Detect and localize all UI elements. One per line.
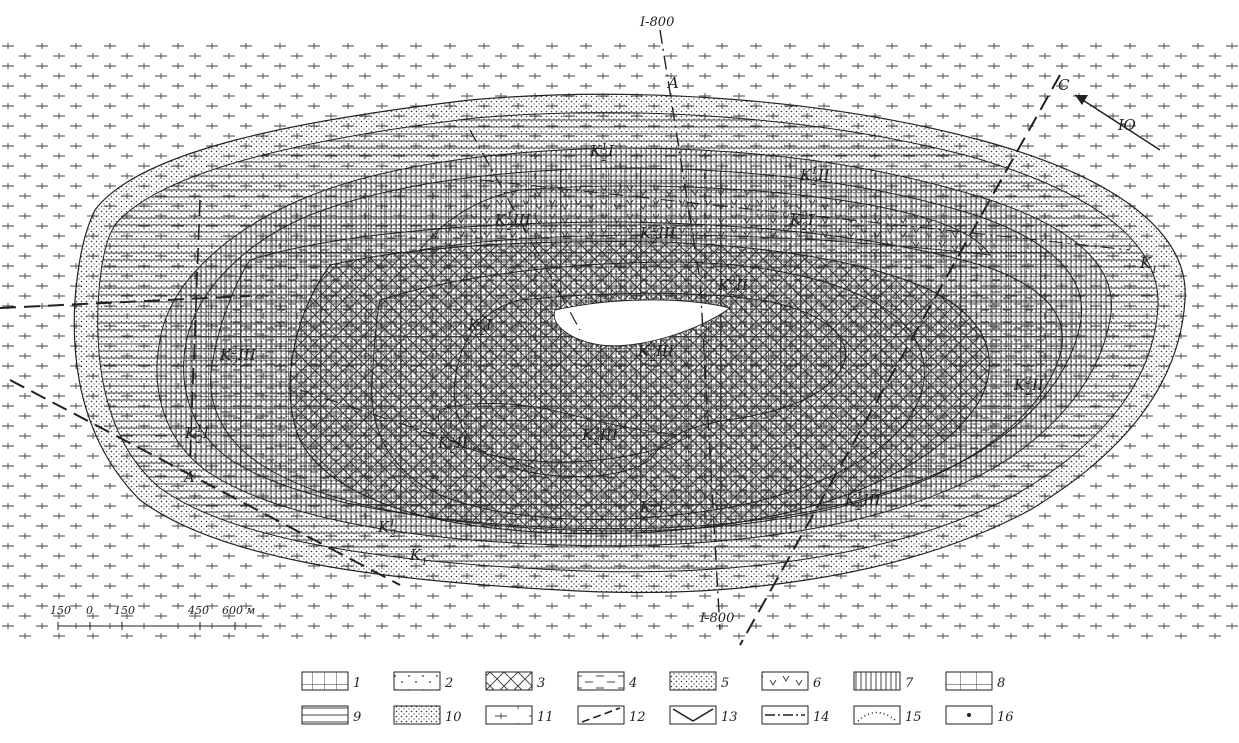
legend-swatch-11 <box>485 705 533 725</box>
legend-swatch-9 <box>301 705 349 725</box>
legend-mark-16 <box>967 713 971 717</box>
scale-tick-1: 0 <box>86 604 93 617</box>
legend-swatch-10 <box>393 705 441 725</box>
legend-number-7: 7 <box>905 676 914 691</box>
legend-number-9: 9 <box>353 710 361 725</box>
scale-unit: м <box>246 604 255 617</box>
legend-number-11: 11 <box>537 710 554 725</box>
legend-item-6: 6 <box>761 671 821 691</box>
legend-item-14: 14 <box>761 705 830 725</box>
legend-swatch-8 <box>945 671 993 691</box>
legend-number-14: 14 <box>813 710 830 725</box>
legend-item-13: 13 <box>669 705 738 725</box>
legend-item-3: 3 <box>485 671 545 691</box>
legend-item-15: 15 <box>853 705 922 725</box>
legend-swatch-6 <box>761 671 809 691</box>
legend-number-6: 6 <box>813 676 821 691</box>
legend-item-4: 4 <box>577 671 637 691</box>
legend-number-16: 16 <box>997 710 1014 725</box>
fault-lines <box>0 29 1131 646</box>
inner-lens <box>553 299 732 347</box>
legend-item-12: 12 <box>577 705 646 725</box>
north-arrow: С Ю <box>1058 76 1161 151</box>
legend-item-5: 5 <box>669 671 729 691</box>
legend-swatch-3 <box>485 671 533 691</box>
legend-item-11: 11 <box>485 705 554 725</box>
scale-bar: 150 0 150 450 600 м <box>50 604 262 630</box>
legend-swatch-5 <box>669 671 717 691</box>
legend-swatch-7 <box>853 671 901 691</box>
legend-item-9: 9 <box>301 705 361 725</box>
legend-number-5: 5 <box>721 676 729 691</box>
legend-item-10: 10 <box>393 705 462 725</box>
legend-item-1: 1 <box>301 671 361 691</box>
section-a-bottom: A <box>182 468 195 486</box>
scale-tick-0: 150 <box>50 604 71 617</box>
legend-number-13: 13 <box>721 710 738 725</box>
legend-number-8: 8 <box>997 676 1005 691</box>
legend-swatch-2 <box>393 671 441 691</box>
section-line-label-bottom: I-800 <box>699 611 734 626</box>
legend-swatch-4 <box>577 671 625 691</box>
legend-number-10: 10 <box>445 710 462 725</box>
legend-item-16: 16 <box>945 705 1014 725</box>
section-line-label-top: I-800 <box>639 15 674 30</box>
unit-label-k1-top-right: K1 <box>1139 254 1158 276</box>
legend-number-1: 1 <box>353 676 361 691</box>
legend-item-7: 7 <box>853 671 914 691</box>
legend-number-4: 4 <box>628 676 637 691</box>
legend-number-3: 3 <box>537 676 545 691</box>
legend-mark-12 <box>581 707 621 723</box>
legend-number-12: 12 <box>629 710 646 725</box>
north-arrow-top: С <box>1058 76 1070 94</box>
legend-swatch-13 <box>669 705 717 725</box>
legend-item-8: 8 <box>945 671 1005 691</box>
unit-label-k1-bottom: K1 <box>409 546 428 568</box>
legend-number-15: 15 <box>905 710 922 725</box>
legend-mark-13 <box>672 708 714 722</box>
section-a-top: A <box>666 74 679 92</box>
scale-tick-4: 600 <box>222 604 243 617</box>
scale-tick-2: 150 <box>114 604 135 617</box>
legend-swatch-1 <box>301 671 349 691</box>
north-arrow-bottom: Ю <box>1117 116 1136 134</box>
legend-swatch-15 <box>853 705 901 725</box>
legend-item-2: 2 <box>393 671 453 691</box>
scale-tick-3: 450 <box>187 604 209 617</box>
legend-number-2: 2 <box>444 676 453 691</box>
